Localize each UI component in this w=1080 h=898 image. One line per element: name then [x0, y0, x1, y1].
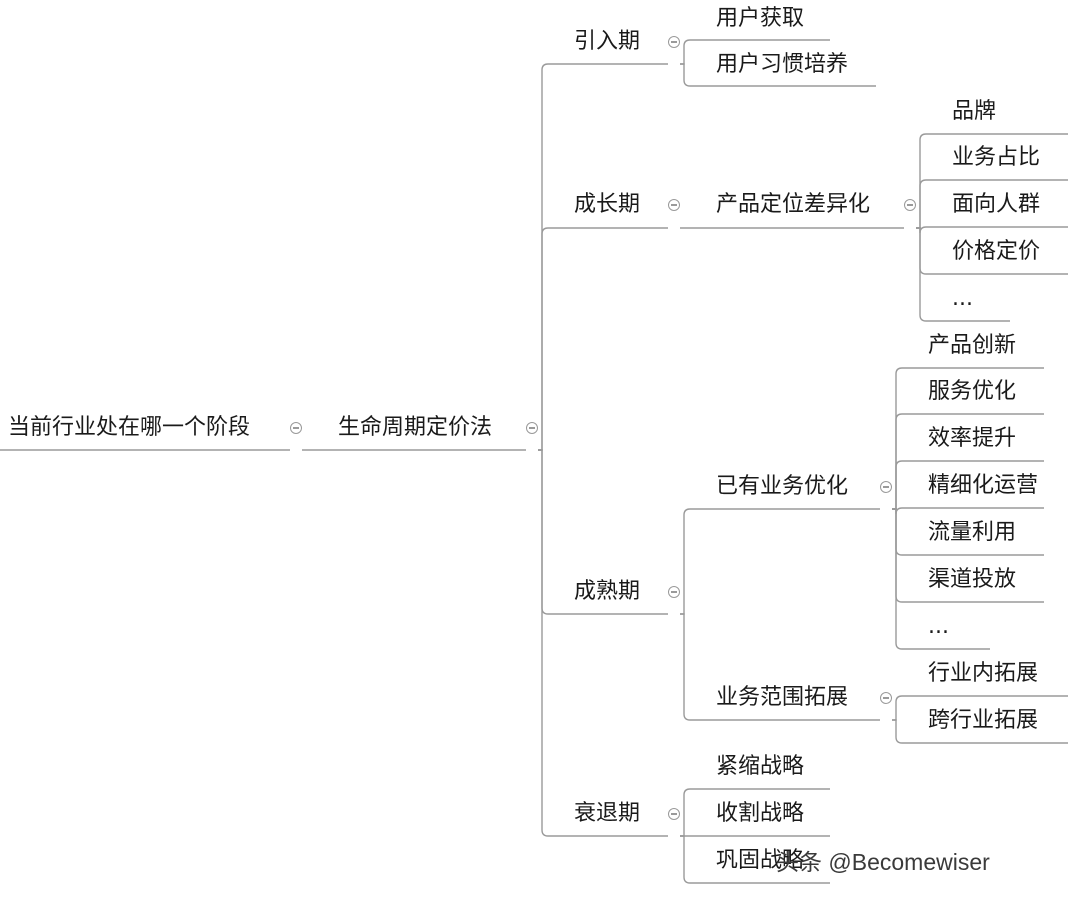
leaf-connector — [892, 413, 1044, 510]
leaf-node[interactable]: 流量利用 — [928, 520, 1017, 545]
stage-node-decline[interactable]: 衰退期 — [574, 801, 641, 826]
leaf-node[interactable]: ... — [952, 286, 973, 311]
collapse-icon[interactable] — [290, 422, 302, 434]
leaf-connector — [892, 460, 1044, 510]
leaf-node[interactable]: 面向人群 — [952, 192, 1041, 217]
collapse-icon[interactable] — [880, 692, 892, 704]
leaf-node[interactable]: 用户习惯培养 — [716, 52, 849, 77]
collapse-icon[interactable] — [668, 199, 680, 211]
method-node[interactable]: 生命周期定价法 — [338, 415, 493, 440]
watermark: 头条 @Becomewiser — [776, 849, 990, 875]
leaf-node[interactable]: 收割战略 — [716, 801, 805, 826]
leaf-node[interactable]: 行业内拓展 — [928, 661, 1039, 686]
leaf-node[interactable]: 效率提升 — [928, 426, 1017, 451]
leaf-connector — [892, 695, 1068, 721]
stage-connector — [538, 449, 668, 837]
leaf-node[interactable]: ... — [928, 614, 949, 639]
stage-connector — [538, 227, 668, 451]
sub-connector — [680, 613, 880, 721]
leaf-connector — [892, 719, 1068, 744]
stage-node-growth[interactable]: 成长期 — [574, 192, 641, 217]
root-node[interactable]: 当前行业处在哪一个阶段 — [8, 415, 251, 440]
leaf-node[interactable]: 渠道投放 — [928, 567, 1017, 592]
collapse-icon[interactable] — [880, 481, 892, 493]
leaf-connector — [680, 39, 830, 65]
leaf-node[interactable]: 巩固战略 — [716, 848, 805, 873]
stage-node-maturity[interactable]: 成熟期 — [574, 579, 641, 604]
leaf-connector — [892, 508, 990, 650]
leaf-node[interactable]: 精细化运营 — [928, 473, 1039, 498]
sub-node-expansion[interactable]: 业务范围拓展 — [716, 685, 849, 710]
leaf-node[interactable]: 产品创新 — [928, 333, 1017, 358]
sub-node-positioning[interactable]: 产品定位差异化 — [716, 192, 871, 217]
leaf-node[interactable]: 紧缩战略 — [716, 754, 805, 779]
leaf-node[interactable]: 跨行业拓展 — [928, 708, 1039, 733]
stage-connector — [538, 63, 668, 451]
sub-node-optimization[interactable]: 已有业务优化 — [716, 474, 849, 499]
leaf-node[interactable]: 业务占比 — [952, 145, 1041, 170]
leaf-node[interactable]: 品牌 — [952, 99, 997, 124]
collapse-icon[interactable] — [904, 199, 916, 211]
leaf-node[interactable]: 服务优化 — [928, 379, 1017, 404]
leaf-connector — [680, 63, 876, 87]
leaf-connector — [892, 367, 1044, 510]
leaf-node[interactable]: 价格定价 — [952, 239, 1041, 264]
leaf-connector — [916, 226, 1068, 234]
leaf-connector — [680, 788, 830, 837]
collapse-icon[interactable] — [668, 808, 680, 820]
stage-node-introduction[interactable]: 引入期 — [574, 29, 641, 54]
collapse-icon[interactable] — [668, 36, 680, 48]
collapse-icon[interactable] — [526, 422, 538, 434]
sub-connector — [680, 508, 880, 615]
leaf-connector — [916, 133, 1068, 229]
leaf-connector — [916, 179, 1068, 229]
collapse-icon[interactable] — [668, 586, 680, 598]
leaf-connector — [680, 835, 830, 884]
leaf-connector — [916, 227, 1010, 322]
leaf-node[interactable]: 用户获取 — [716, 6, 805, 31]
leaf-connector — [892, 507, 1044, 515]
